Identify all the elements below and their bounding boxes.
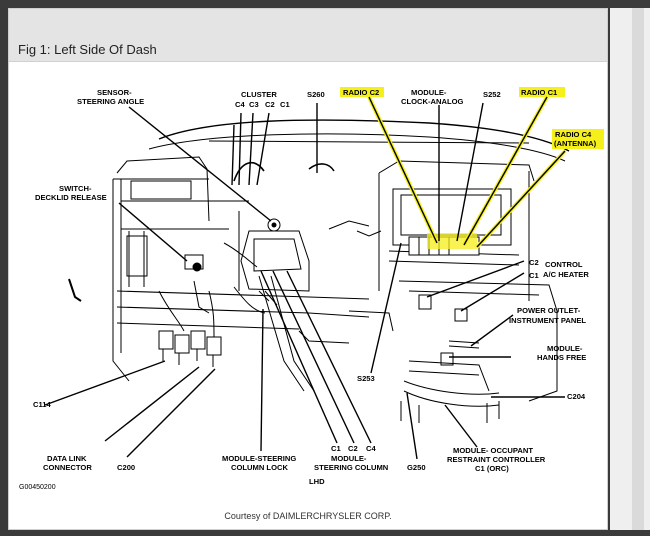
label-s260: S260 [307, 90, 325, 99]
label-module-steering-column: MODULE- [331, 454, 367, 463]
label-radio-c2: RADIO C2 [343, 88, 379, 97]
top-window-bar [0, 0, 650, 8]
label-module-hands-free-2: HANDS FREE [537, 353, 586, 362]
leader-lines [44, 96, 566, 460]
label-data-link: DATA LINK [47, 454, 87, 463]
label-c200: C200 [117, 463, 135, 472]
label-cluster-c3: C3 [249, 100, 259, 109]
label-orc: C1 (ORC) [475, 464, 509, 473]
label-radio-c1: RADIO C1 [521, 88, 558, 97]
label-module-steering-column-lock-2: COLUMN LOCK [231, 463, 288, 472]
wiring-diagram: SENSOR- STEERING ANGLE CLUSTER C4 C3 C2 … [19, 87, 604, 491]
label-switch-decklid: SWITCH- [59, 184, 92, 193]
label-cluster-c4: C4 [235, 100, 245, 109]
label-power-outlet-2: INSTRUMENT PANEL [509, 316, 586, 325]
figure-panel: Fig 1: Left Side Of Dash [8, 8, 608, 530]
label-control-ac-heater: A/C HEATER [543, 270, 589, 279]
label-figure-code: G00450200 [19, 484, 56, 491]
label-g250: G250 [407, 463, 426, 472]
label-module-occupant: MODULE- OCCUPANT [453, 446, 533, 455]
label-lhd: LHD [309, 477, 325, 486]
label-module-clock: MODULE- [411, 88, 447, 97]
vertical-scrollbar[interactable] [632, 8, 644, 530]
label-msc-c2: C2 [348, 444, 358, 453]
label-control-c1: C1 [529, 271, 539, 280]
figure-title: Fig 1: Left Side Of Dash [18, 42, 157, 57]
courtesy-line: Courtesy of DAIMLERCHRYSLER CORP. [224, 511, 392, 521]
label-radio-c4: RADIO C4 [555, 130, 592, 139]
label-s252: S252 [483, 90, 501, 99]
bottom-window-bar [0, 530, 650, 536]
label-module-steering-column-2: STEERING COLUMN [314, 463, 388, 472]
dashboard-drawing [68, 119, 570, 423]
highlight-marks [340, 87, 604, 249]
label-sensor-steering-angle: SENSOR- [97, 88, 132, 97]
label-c204: C204 [567, 392, 586, 401]
label-control-c2: C2 [529, 258, 539, 267]
label-c114: C114 [33, 400, 52, 409]
label-restraint-controller: RESTRAINT CONTROLLER [447, 455, 546, 464]
label-s253: S253 [357, 374, 375, 383]
label-control: CONTROL [545, 260, 583, 269]
label-radio-c4-antenna: (ANTENNA) [554, 139, 597, 148]
label-power-outlet: POWER OUTLET- [517, 306, 581, 315]
label-data-link-connector: CONNECTOR [43, 463, 92, 472]
label-module-steering-column-lock: MODULE-STEERING [222, 454, 296, 463]
label-module-hands-free: MODULE- [547, 344, 583, 353]
label-msc-c4: C4 [366, 444, 376, 453]
label-sensor-steering-angle-2: STEERING ANGLE [77, 97, 144, 106]
figure-header: Fig 1: Left Side Of Dash [9, 9, 607, 62]
label-module-clock-2: CLOCK-ANALOG [401, 97, 464, 106]
label-cluster: CLUSTER [241, 90, 277, 99]
label-cluster-c1: C1 [280, 100, 290, 109]
label-msc-c1: C1 [331, 444, 341, 453]
label-switch-decklid-2: DECKLID RELEASE [35, 193, 107, 202]
diagram-labels: SENSOR- STEERING ANGLE CLUSTER C4 C3 C2 … [19, 88, 597, 491]
side-scroll-area [610, 8, 650, 530]
label-cluster-c2: C2 [265, 100, 275, 109]
